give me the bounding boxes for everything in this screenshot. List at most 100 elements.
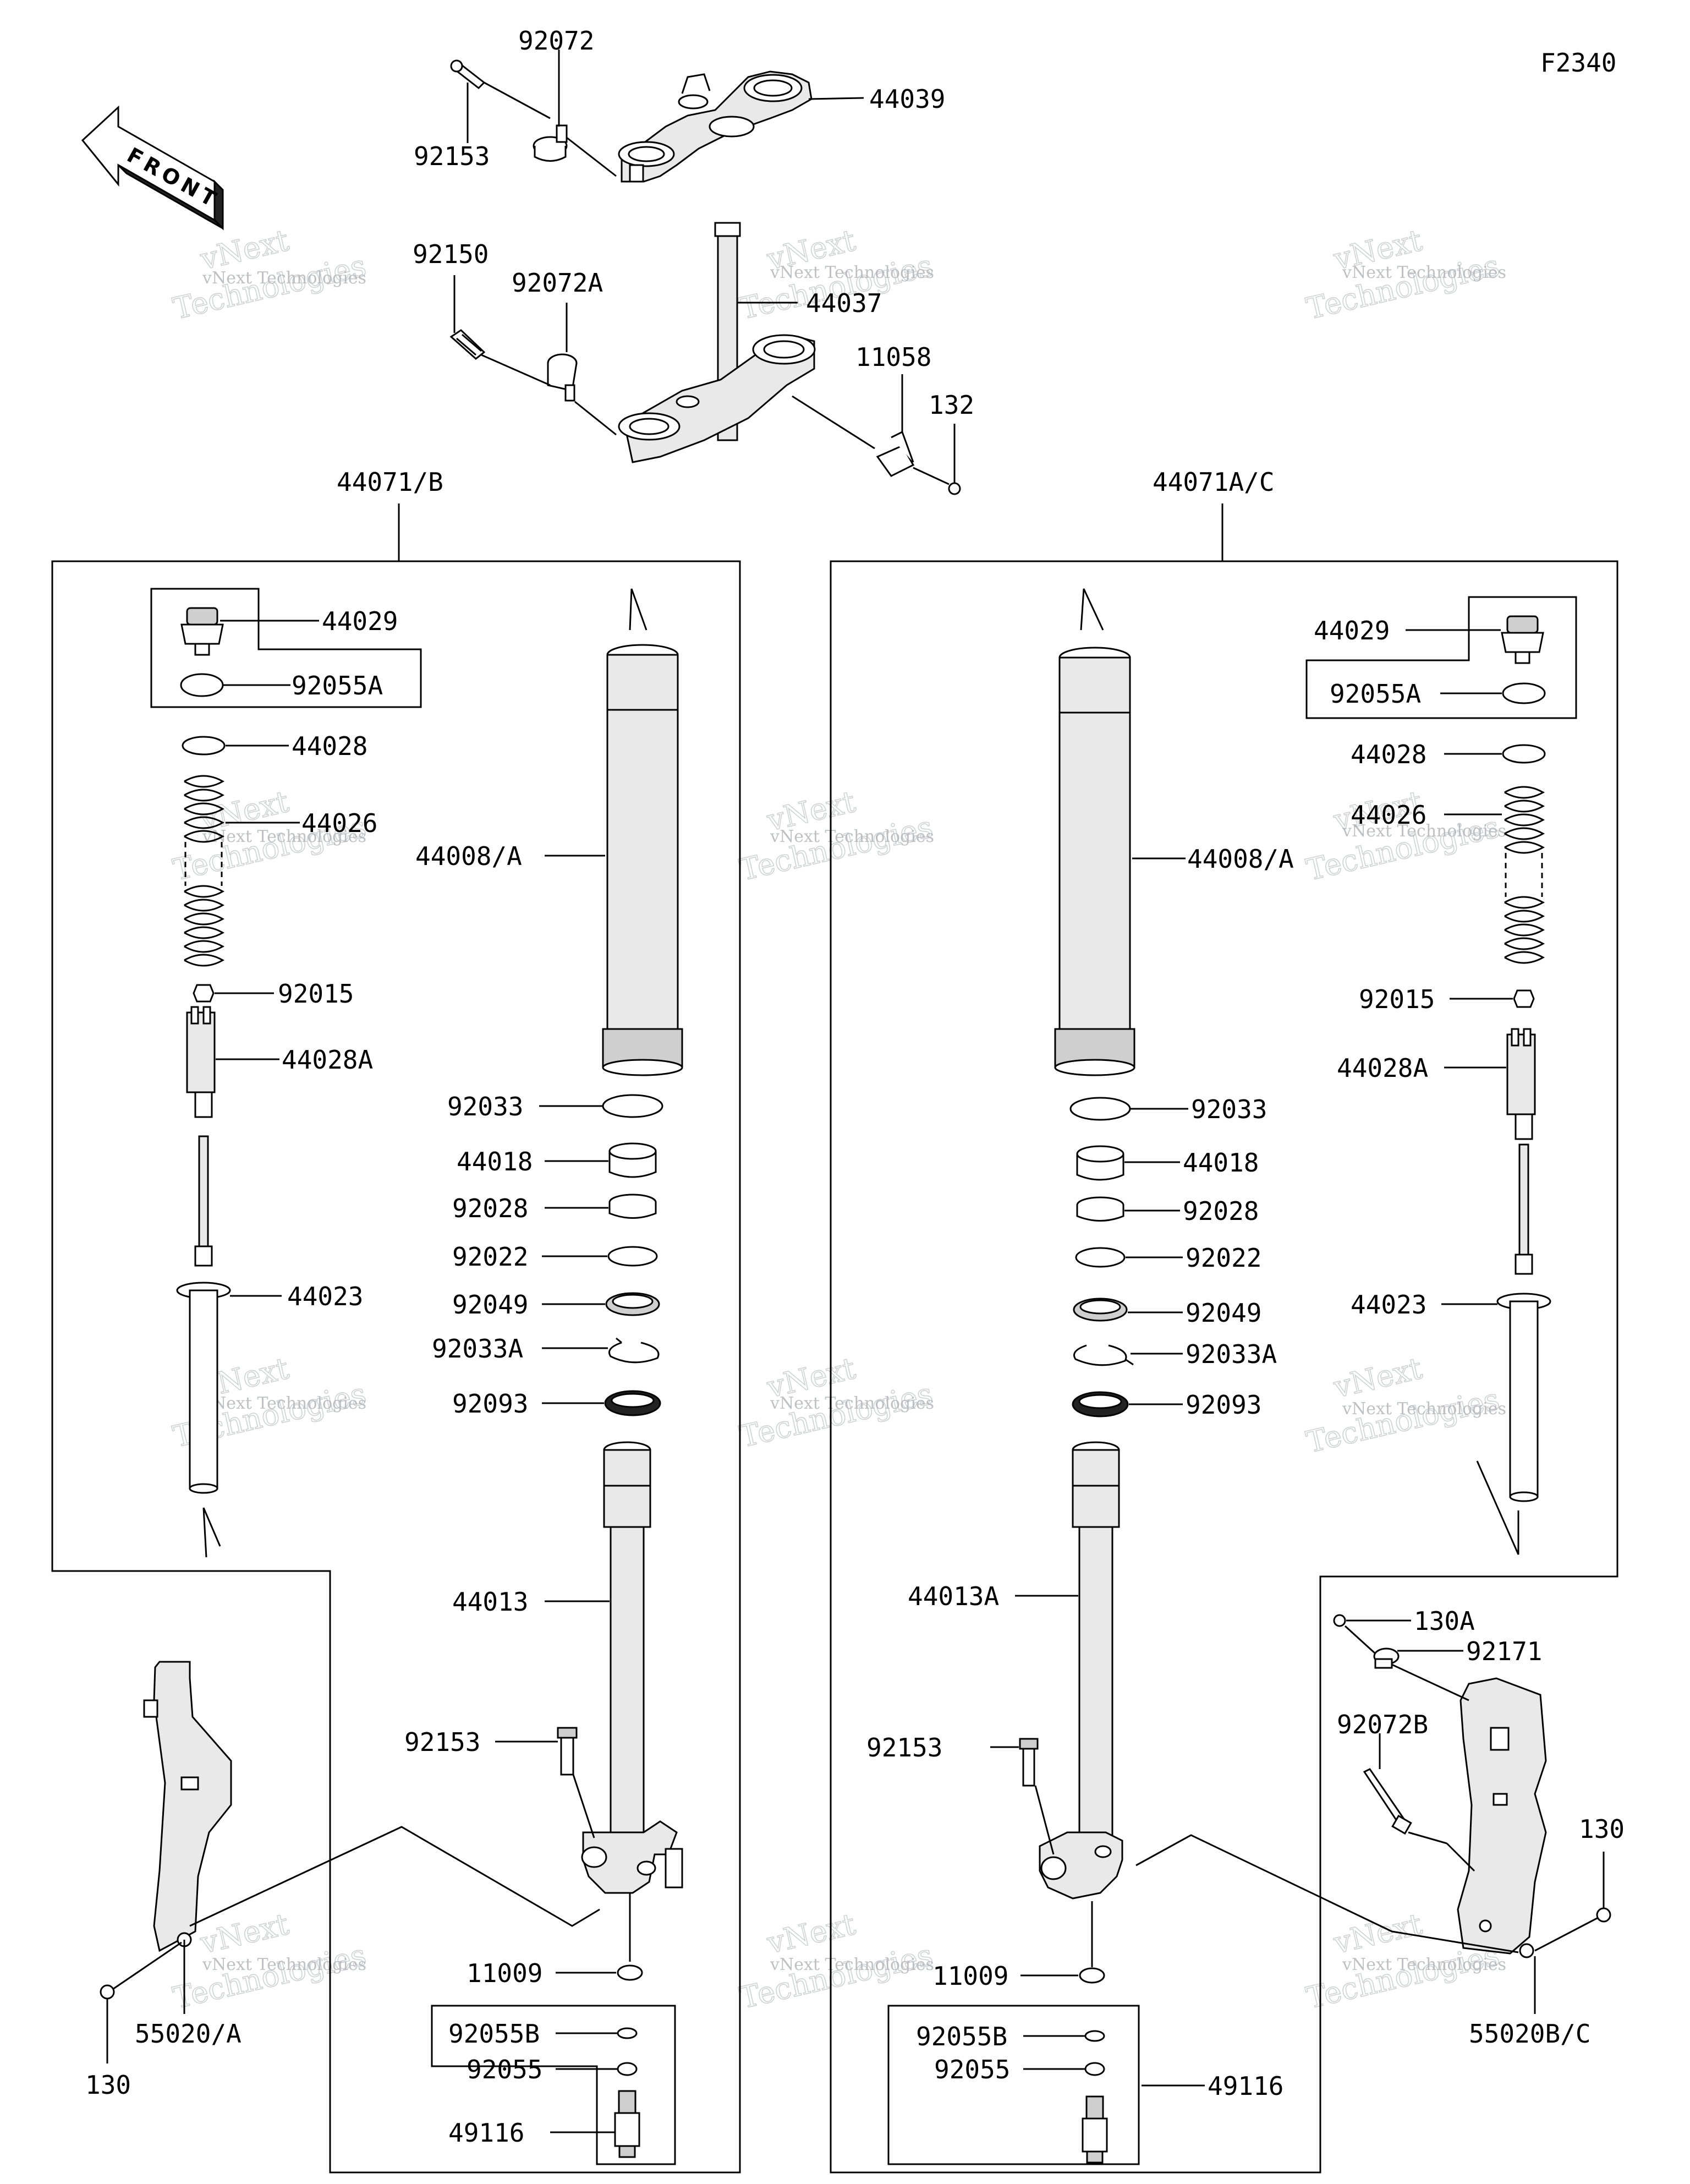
label-44008a-left: 44008/A: [415, 841, 522, 871]
watermark-brand: vNext Technologies: [202, 1394, 366, 1413]
label-132: 132: [929, 390, 974, 420]
oring-92033-right: [1069, 1097, 1131, 1121]
label-92049-left: 92049: [452, 1290, 528, 1320]
label-92033-right: 92033: [1191, 1094, 1267, 1124]
label-55020a-left: 55020/A: [135, 2019, 242, 2049]
oring-92033-left: [602, 1094, 663, 1118]
stem-clamp-92072a: [547, 353, 578, 402]
watermark-brand: vNext Technologies: [202, 1955, 366, 1974]
label-44018-left: 44018: [457, 1147, 533, 1176]
label-44028a-right: 44028A: [1337, 1053, 1428, 1083]
dust-seal-92093-left: [604, 1390, 661, 1416]
oil-seal-92049-right: [1073, 1298, 1128, 1322]
bolt-92150: [449, 329, 486, 360]
label-92055-right: 92055: [934, 2055, 1010, 2084]
watermark-brand: vNext Technologies: [770, 263, 934, 282]
label-44023-right: 44023: [1351, 1290, 1426, 1320]
spring-44026-left: [184, 775, 225, 967]
clip-92033a-right: [1073, 1344, 1134, 1366]
watermark-brand: vNext Technologies: [202, 269, 366, 288]
label-92055a-right: 92055A: [1330, 679, 1421, 709]
right-fork-assembly: 44029 92055A 44028 44026 92015 44028A: [830, 560, 1625, 2174]
nut-92015-left: [193, 984, 215, 1003]
oring-92055-right: [1084, 2062, 1105, 2076]
watermark-logo: vNext: [1330, 1351, 1425, 1405]
label-44018-right: 44018: [1183, 1148, 1259, 1178]
label-92055b-right: 92055B: [916, 2022, 1007, 2051]
watermark-logo: vNext: [764, 1907, 859, 1961]
watermark-brand: vNext Technologies: [1342, 1955, 1506, 1974]
label-92055-left: 92055: [467, 2055, 542, 2084]
label-92150: 92150: [413, 239, 489, 269]
bolt-132: [948, 482, 961, 495]
bolt-130-left: [100, 1984, 115, 2000]
clip-92033a-left: [608, 1337, 660, 1364]
bracket-11058: [876, 430, 915, 477]
oring-92055a-left: [180, 673, 224, 697]
label-92033a-left: 92033A: [432, 1334, 523, 1364]
diagram-code: F2340: [1540, 48, 1616, 78]
label-44013a-right: 44013A: [908, 1581, 999, 1611]
fork-cap-44029-right: [1501, 615, 1544, 664]
label-55020bc-right: 55020B/C: [1469, 2019, 1591, 2049]
label-92093-left: 92093: [452, 1389, 528, 1419]
outer-tube-44013-left: [581, 1441, 683, 1894]
label-44026-left: 44026: [301, 808, 377, 838]
label-11009-left: 11009: [467, 1958, 542, 1988]
label-92153-top: 92153: [414, 141, 490, 171]
label-92015-left: 92015: [278, 979, 354, 1009]
label-92055a-left: 92055A: [292, 671, 383, 700]
label-11009-right: 11009: [932, 1961, 1008, 1991]
label-92072a: 92072A: [512, 268, 603, 298]
label-44008a-right: 44008/A: [1187, 844, 1294, 874]
watermark-logo: vNext: [197, 1907, 292, 1961]
label-44023-left: 44023: [287, 1282, 363, 1311]
clamp-bracket-92072: [533, 124, 568, 162]
bushing-92028-right: [1076, 1196, 1124, 1222]
clamp-92171-right: [1373, 1647, 1400, 1669]
washer-44028-right: [1502, 744, 1546, 764]
label-130a-right: 130A: [1414, 1606, 1475, 1636]
oring-11009-right: [1079, 1967, 1105, 1984]
cartridge-44023-left: [176, 1135, 231, 1494]
assembly-label-right: 44071A/C: [1153, 467, 1275, 497]
bolt-130-right: [1596, 1907, 1611, 1923]
oring-92055b-left: [617, 2027, 638, 2039]
upper-triple-clamp: [618, 70, 813, 183]
oring-11009-left: [617, 1964, 643, 1981]
watermark-logo: vNext: [1330, 1907, 1425, 1961]
label-92055b-left: 92055B: [448, 2019, 540, 2049]
label-44037: 44037: [806, 288, 882, 318]
valve-49116-right: [1082, 2095, 1108, 2164]
washer-92022-left: [607, 1246, 658, 1267]
oring-92055-left: [617, 2062, 638, 2076]
label-92028-left: 92028: [452, 1194, 528, 1223]
dust-seal-92093-right: [1072, 1391, 1129, 1417]
bushing-44018-left: [608, 1142, 657, 1178]
bolt-92153-right: [1019, 1738, 1039, 1787]
label-92033-left: 92033: [447, 1092, 523, 1121]
watermark-brand: vNext Technologies: [770, 1394, 934, 1413]
label-130-right: 130: [1579, 1814, 1625, 1844]
watermark-brand: vNext Technologies: [1342, 822, 1506, 841]
label-44039: 44039: [869, 84, 945, 114]
front-arrow-icon: FRONT: [81, 105, 224, 231]
label-44026-right: 44026: [1351, 800, 1426, 830]
label-11058: 11058: [855, 342, 931, 372]
label-92171-right: 92171: [1466, 1636, 1542, 1666]
label-92072: 92072: [518, 26, 594, 56]
oil-seal-92049-left: [605, 1292, 660, 1316]
label-92072b-right: 92072B: [1337, 1710, 1428, 1739]
tie-92072b-right: [1363, 1768, 1412, 1835]
label-92049-right: 92049: [1186, 1298, 1261, 1328]
watermark-brand: vNext Technologies: [1342, 263, 1506, 282]
watermark-brand: vNext Technologies: [770, 1955, 934, 1974]
rod-guide-44028a-right: [1506, 1028, 1536, 1140]
watermark-brand: vNext Technologies: [770, 827, 934, 846]
spring-44026-right: [1504, 786, 1545, 964]
bolt-92153-left: [557, 1727, 578, 1776]
watermark-brand: vNext Technologies: [202, 827, 366, 846]
bushing-92028-left: [608, 1194, 657, 1219]
valve-49116-left: [614, 2090, 640, 2158]
